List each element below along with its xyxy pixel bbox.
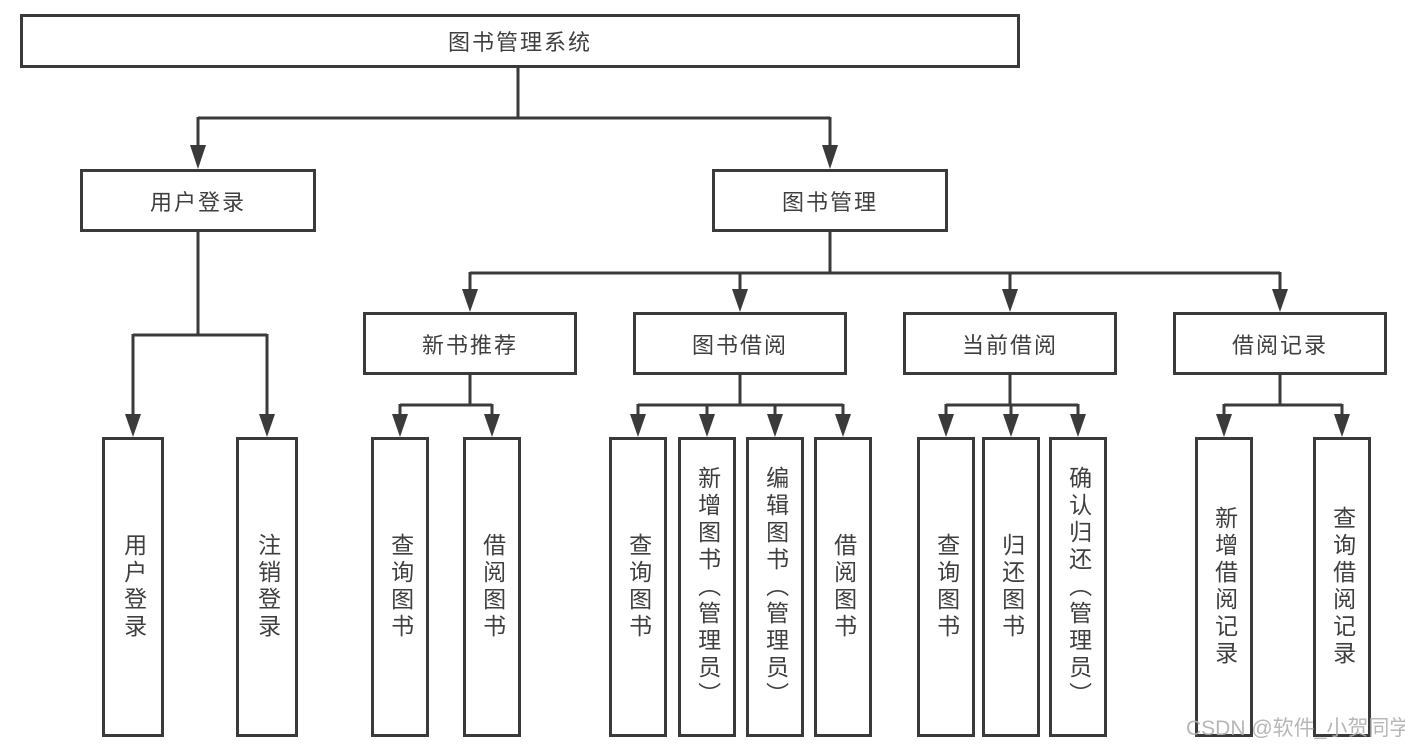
- leaf-edit-books-admin-label: 编辑图书（管理员）: [762, 465, 789, 709]
- leaf-add-books-admin-label: 新增图书（管理员）: [694, 465, 721, 709]
- node-current-borrow: 当前借阅: [903, 312, 1117, 375]
- bracket-root-to-level2: [190, 68, 838, 169]
- node-library-management-system: 图书管理系统: [20, 14, 1020, 68]
- leaf-query-borrow-record-label: 查询借阅记录: [1329, 506, 1356, 668]
- leaf-query-books-current: 查询图书: [917, 437, 975, 737]
- node-new-book-recommend: 新书推荐: [363, 312, 577, 375]
- leaf-borrow-books-recommend-label: 借阅图书: [479, 533, 506, 641]
- leaf-add-borrow-record-label: 新增借阅记录: [1211, 506, 1238, 668]
- leaf-return-books-label: 归还图书: [998, 533, 1025, 641]
- leaf-user-login: 用户登录: [102, 437, 164, 737]
- leaf-logout-label: 注销登录: [254, 533, 281, 641]
- leaf-query-books-recommend-label: 查询图书: [387, 533, 414, 641]
- bracket-borrowrecords-to-leaves: [1216, 375, 1350, 437]
- leaf-edit-books-admin: 编辑图书（管理员）: [746, 437, 804, 737]
- bracket-currentborrow-to-leaves: [938, 375, 1086, 437]
- leaf-query-books-recommend: 查询图书: [371, 437, 429, 737]
- leaf-add-borrow-record: 新增借阅记录: [1195, 437, 1253, 737]
- leaf-confirm-return-admin-label: 确认归还（管理员）: [1065, 465, 1092, 709]
- leaf-borrow-books: 借阅图书: [814, 437, 872, 737]
- bracket-bookmgmt-to-level3: [462, 232, 1288, 312]
- leaf-add-books-admin: 新增图书（管理员）: [678, 437, 736, 737]
- leaf-borrow-books-recommend: 借阅图书: [463, 437, 521, 737]
- leaf-query-books-borrow: 查询图书: [609, 437, 667, 737]
- leaf-query-books-current-label: 查询图书: [933, 533, 960, 641]
- csdn-watermark: CSDN @软件_小贺同学: [1186, 717, 1405, 740]
- leaf-logout: 注销登录: [236, 437, 298, 737]
- node-user-login: 用户登录: [80, 169, 316, 232]
- leaf-user-login-label: 用户登录: [120, 533, 147, 641]
- leaf-query-borrow-record: 查询借阅记录: [1313, 437, 1371, 737]
- leaf-query-books-borrow-label: 查询图书: [625, 533, 652, 641]
- node-borrow-records: 借阅记录: [1173, 312, 1387, 375]
- leaf-borrow-books-label: 借阅图书: [830, 533, 857, 641]
- node-book-borrow: 图书借阅: [633, 312, 847, 375]
- bracket-bookborrow-to-leaves: [630, 375, 851, 437]
- node-book-management: 图书管理: [712, 169, 948, 232]
- leaf-return-books: 归还图书: [982, 437, 1040, 737]
- bracket-newbook-to-leaves: [392, 375, 500, 437]
- leaf-confirm-return-admin: 确认归还（管理员）: [1049, 437, 1107, 737]
- bracket-userlogin-to-leaves: [125, 232, 275, 437]
